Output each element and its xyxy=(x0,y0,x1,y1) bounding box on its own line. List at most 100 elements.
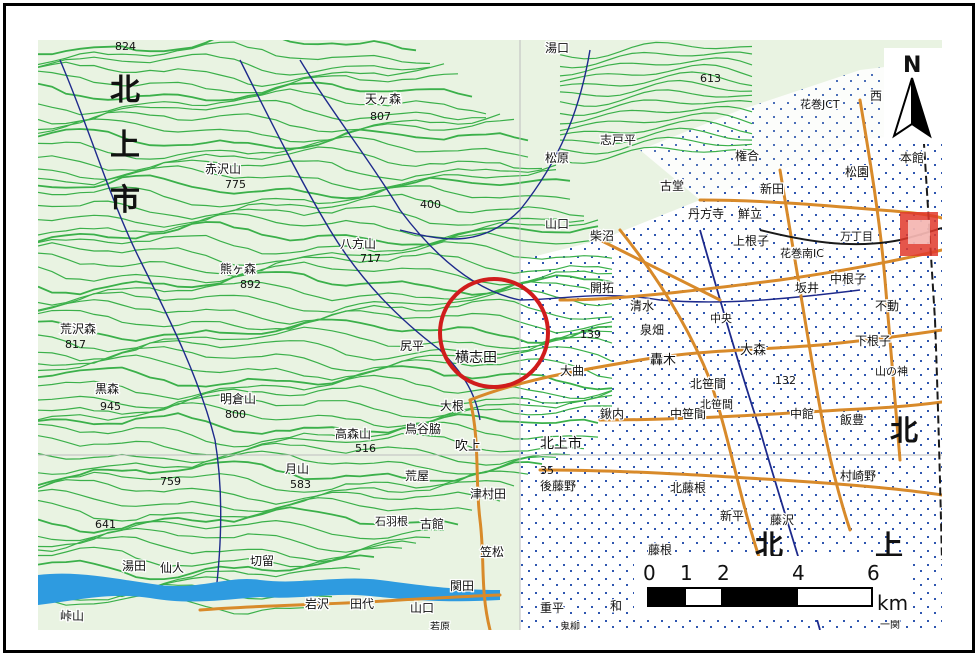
lake-waga xyxy=(38,573,500,605)
road-6 xyxy=(538,468,942,497)
place-label-sakai: 坂井 xyxy=(795,281,819,295)
place-label-yunohata: 湯田 xyxy=(122,559,146,573)
contour-line xyxy=(38,40,417,56)
road-10 xyxy=(598,238,722,302)
contour-line xyxy=(559,71,753,87)
scale-segment-2 xyxy=(684,587,723,607)
elevation-759: 759 xyxy=(160,475,181,488)
place-label-amagamori: 天ヶ森 xyxy=(365,91,401,106)
place-label-hanamaki-jct: 花巻JCT xyxy=(800,98,840,111)
contour-line xyxy=(38,326,613,353)
contour-line xyxy=(559,63,753,83)
contour-line xyxy=(38,318,613,344)
scale-tick-6: 6 xyxy=(867,561,880,585)
map-grid xyxy=(38,40,942,630)
place-label-ishihata: 石羽根 xyxy=(375,514,408,528)
place-label-chuou: 中央 xyxy=(710,312,732,325)
contour-line xyxy=(38,394,613,419)
place-label-shimoneko: 下根子 xyxy=(855,334,891,348)
study-site-circle xyxy=(438,277,550,389)
contour-line xyxy=(38,309,613,334)
contour-line xyxy=(38,412,599,435)
place-label-nakaneko: 中根子 xyxy=(830,271,866,286)
label-kitakami-shi-2: 上 xyxy=(110,128,140,163)
contour-line xyxy=(38,450,557,475)
elevation-132: 132 xyxy=(775,374,796,387)
place-label-toyadate: 鳥谷脇 xyxy=(405,421,441,436)
north-arrow: N xyxy=(884,48,942,144)
place-label-yokoshida: 横志田 xyxy=(455,350,497,366)
place-label-kasamatsu: 笠松 xyxy=(480,544,504,559)
contour-line xyxy=(38,506,459,534)
place-label-hacchome: 万丁目 xyxy=(840,230,873,243)
contour-line xyxy=(38,554,375,581)
place-label-ohmori: 大森 xyxy=(740,343,766,358)
place-label-shigehira: 重平 xyxy=(540,601,564,615)
plain-area xyxy=(520,130,942,630)
place-label-yamaguchi2: 山口 xyxy=(410,601,434,615)
place-label-sennin: 仙人 xyxy=(160,561,184,575)
place-label-wakahara: 若原 xyxy=(430,620,450,633)
contour-line xyxy=(38,374,613,401)
label-kitakami-shi-3: 市 xyxy=(110,183,140,218)
contour-line xyxy=(38,402,613,429)
contour-line xyxy=(38,146,543,171)
contour-line xyxy=(38,70,459,94)
north-label: N xyxy=(903,53,921,78)
contour-line xyxy=(38,241,613,267)
place-label-happouzan: 八方山 xyxy=(340,236,376,251)
scale-unit: km xyxy=(877,591,908,615)
scale-tick-2: 2 xyxy=(717,561,730,585)
place-label-yuguchi: 湯口 xyxy=(545,41,569,55)
place-label-yamaguchi: 山口 xyxy=(545,217,569,231)
place-label-nakasasama: 中笹間 xyxy=(670,406,706,421)
contour-line xyxy=(559,127,753,145)
elevation-516: 516 xyxy=(355,442,376,455)
place-label-kitafujine: 北藤根 xyxy=(670,481,706,495)
place-label-niida-s: 新平 xyxy=(720,508,744,523)
elevation-892: 892 xyxy=(240,278,261,291)
contour-line xyxy=(38,432,585,456)
contour-line xyxy=(38,205,585,228)
contour-line xyxy=(38,354,613,381)
river-west xyxy=(59,59,222,601)
contour-line xyxy=(38,118,515,143)
place-label-fukiage: 吹上 xyxy=(455,439,481,454)
place-label-tsumurada: 津村田 xyxy=(470,487,506,501)
contour-line xyxy=(38,470,529,493)
contour-line xyxy=(38,527,431,553)
place-label-ueneko: 上根子 xyxy=(733,234,769,248)
contour-line xyxy=(38,174,571,200)
city-hanamaki-core xyxy=(908,220,930,244)
contour-line xyxy=(38,336,613,362)
contour-line xyxy=(559,112,753,132)
north-arrow-right xyxy=(911,77,932,139)
place-label-ichinoseki: 一関 xyxy=(880,619,900,631)
river-north xyxy=(399,49,591,240)
place-label-haratachi: 鮮立 xyxy=(738,206,762,221)
scale-tick-4: 4 xyxy=(792,561,805,585)
contour-line xyxy=(38,287,613,313)
place-label-shibanuma: 柴沼 xyxy=(590,229,614,243)
place-label-tashiro: 田代 xyxy=(350,597,374,611)
contour-lines xyxy=(38,40,753,615)
place-label-shiridaira: 尻平 xyxy=(400,339,424,353)
place-label-iide: 飯豊 xyxy=(840,412,864,427)
place-label-shidohira: 志戸平 xyxy=(600,133,636,147)
elevation-800: 800 xyxy=(225,408,246,421)
contour-line xyxy=(38,81,473,102)
contour-line xyxy=(38,135,529,160)
place-label-odoji: 大曲 xyxy=(560,364,584,378)
place-label-sekitei: 関田 xyxy=(450,579,474,593)
scale-tick-0: 0 xyxy=(643,561,656,585)
place-label-fujisawa: 藤沢 xyxy=(770,513,794,527)
contour-line xyxy=(559,105,753,125)
scale-segment-1 xyxy=(647,587,686,607)
place-label-kirikome: 切留 xyxy=(250,554,274,568)
place-label-kirinai: 鍬内 xyxy=(600,406,624,421)
scale-tick-1: 1 xyxy=(680,561,693,585)
place-label-kaitaku: 開拓 xyxy=(590,281,614,295)
contour-line xyxy=(38,252,613,277)
place-label-matsubara: 松原 xyxy=(545,151,569,165)
